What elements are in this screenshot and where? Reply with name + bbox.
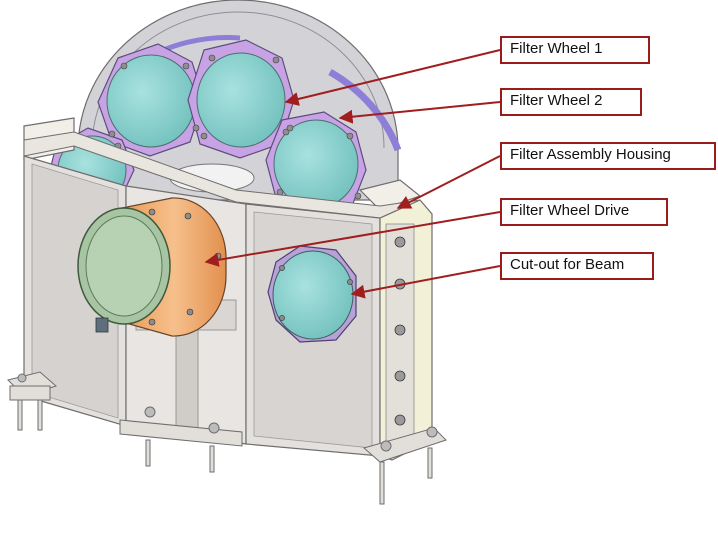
leader-filter-assembly-housing xyxy=(396,155,501,209)
filter-wheel-drive-motor xyxy=(77,197,227,337)
filter-top-left xyxy=(97,43,205,157)
leader-filter-wheel-1 xyxy=(284,49,501,106)
callout-filter-wheel-1: Filter Wheel 1 xyxy=(500,36,650,64)
filter-right xyxy=(265,111,367,215)
callout-cut-out-for-beam: Cut-out for Beam xyxy=(500,252,654,280)
leader-cut-out-for-beam xyxy=(350,265,501,299)
callout-filter-wheel-drive: Filter Wheel Drive xyxy=(500,198,668,226)
callout-filter-wheel-2: Filter Wheel 2 xyxy=(500,88,642,116)
callout-filter-assembly-housing: Filter Assembly Housing xyxy=(500,142,716,170)
leader-lines xyxy=(204,49,501,299)
beam-cutout xyxy=(267,245,357,343)
leader-filter-wheel-drive xyxy=(204,211,501,267)
leader-filter-wheel-2 xyxy=(338,101,501,124)
mounting-feet xyxy=(7,371,447,505)
